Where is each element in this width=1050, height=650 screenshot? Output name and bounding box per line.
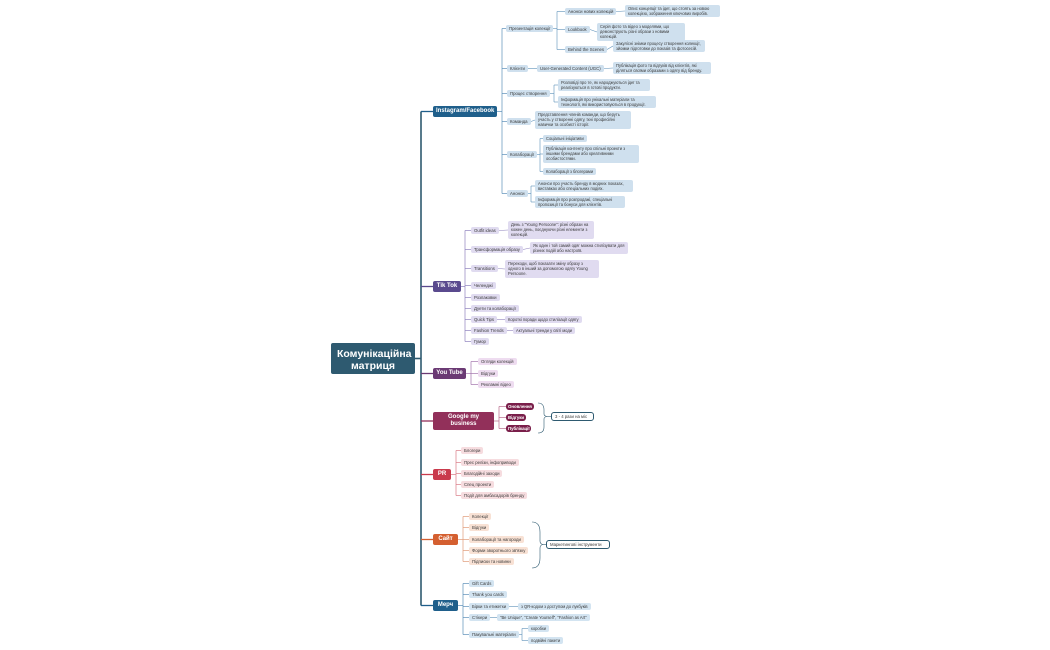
branch-merch[interactable]: Мерч xyxy=(433,600,458,611)
tt-trends[interactable]: Fashion Trends xyxy=(471,327,507,335)
site-awards[interactable]: Колаборації та нагороди xyxy=(469,536,524,544)
tt-humor[interactable]: Гумор xyxy=(471,338,489,346)
ig-creation[interactable]: Процес створення xyxy=(507,90,550,98)
branch-site[interactable]: Сайт xyxy=(433,534,458,545)
connector-line xyxy=(603,67,614,69)
ig-creation-desc1: Розповіді про те, як народжуються ідеї т… xyxy=(558,79,650,92)
merch-stickers-desc: "Be Unique", "Create Yourself", "Fashion… xyxy=(497,614,590,622)
pr-bloggers[interactable]: Блогери xyxy=(461,447,484,455)
ig-ann-shows: Анонси про участь бренду в модних показа… xyxy=(535,180,633,193)
merch-packaging[interactable]: Пакувальні матеріали xyxy=(469,631,519,639)
tt-trends-desc: Актуальні тренди у світі моди xyxy=(513,327,576,335)
ig-presentation[interactable]: Презентація колекції xyxy=(506,25,554,33)
ig-team-desc: Представлення членів команди, що беруть … xyxy=(535,111,631,129)
ig-behind[interactable]: Behind the Scenes xyxy=(565,46,608,54)
ig-collabs[interactable]: Колаборації xyxy=(507,151,537,159)
tt-quick[interactable]: Quick Tips xyxy=(471,316,498,324)
site-reviews[interactable]: Відгуки xyxy=(469,524,490,532)
ig-announcements[interactable]: Анонси xyxy=(507,190,528,198)
tt-transitions[interactable]: Transitions xyxy=(471,265,498,273)
gmb-note: 3 - 4 рази на міс xyxy=(551,412,594,421)
branch-tiktok[interactable]: Tik Tok xyxy=(433,281,461,292)
ig-collabs-projects: Публікація контенту про спільні проекти … xyxy=(543,145,639,163)
merch-gift[interactable]: Gift Cards xyxy=(469,580,495,588)
merch-thanks[interactable]: Thank you cards xyxy=(469,591,507,599)
gmb-updates[interactable]: Оновлення xyxy=(506,403,534,411)
tt-transform[interactable]: Трансформація образу xyxy=(471,246,523,254)
tt-duets[interactable]: Дуети та колаборації xyxy=(471,305,519,313)
connector-line xyxy=(589,29,598,33)
site-feedback[interactable]: Форми зворотнього зв'язку xyxy=(469,547,529,555)
branch-gmb[interactable]: Google my business xyxy=(433,412,494,430)
branch-pr[interactable]: PR xyxy=(433,469,451,480)
tt-quick-desc: Короткі поради щодо стилізації одягу xyxy=(505,316,582,324)
root-node[interactable]: Комунікаційна матриця xyxy=(331,343,415,374)
gmb-reviews[interactable]: Відгуки xyxy=(506,414,526,422)
tt-transform-desc: Як один і той самий одяг можна стилізува… xyxy=(530,242,628,255)
tt-challenges[interactable]: Челенджі xyxy=(471,282,496,290)
tt-unboxing[interactable]: Розпаковки xyxy=(471,294,500,302)
merch-boxes: коробки xyxy=(528,625,550,633)
connector-line xyxy=(498,229,509,231)
ig-collabs-social: Соціальні ініціативи xyxy=(543,135,587,143)
merch-stickers[interactable]: Стікери xyxy=(469,614,491,622)
branch-instagram[interactable]: Instagram/Facebook xyxy=(433,106,497,117)
ig-new-collections[interactable]: Анонси нових колекцій xyxy=(565,8,617,16)
ig-clients[interactable]: Клієнти xyxy=(507,65,528,73)
merch-tags[interactable]: Бірки та етикетки xyxy=(469,603,510,611)
site-brace xyxy=(531,521,544,569)
site-note: Маркетингові інструменти xyxy=(546,540,610,549)
ig-new-collections-desc: Опис концепції та ідеї, що стоять за нов… xyxy=(625,5,720,18)
connector-line xyxy=(530,119,536,122)
connector-line xyxy=(606,45,614,50)
connector-line xyxy=(522,247,531,250)
pr-press[interactable]: Прес релізи, інфоприводи xyxy=(461,459,519,467)
yt-reviews[interactable]: Огляди колекцій xyxy=(478,358,517,366)
ig-team[interactable]: Команда xyxy=(507,118,531,126)
pr-charity[interactable]: Благодійні заходи xyxy=(461,470,503,478)
pr-ambassadors[interactable]: Події для амбасадорів бренду xyxy=(461,492,528,500)
pr-special[interactable]: Спец проекти xyxy=(461,481,495,489)
tt-outfit[interactable]: Outfit ideas xyxy=(471,227,499,235)
yt-feedback[interactable]: Відгуки xyxy=(478,370,499,378)
connector-line xyxy=(497,268,506,270)
ig-ann-sales: Інформація про розпродажі, спеціальні пр… xyxy=(535,196,625,209)
tt-outfit-desc: День з "Young Persoone": різні образи на… xyxy=(508,221,594,239)
yt-ads[interactable]: Рекламні відео xyxy=(478,381,514,389)
site-subscriptions[interactable]: Підписки та новини xyxy=(469,558,514,566)
merch-tags-desc: з QR-кодом з доступом до лукбуків xyxy=(518,603,591,611)
ig-ugc-desc: Публікація фото та відгуків від клієнтів… xyxy=(613,62,711,75)
ig-lookbook[interactable]: Lookbook xyxy=(565,26,590,34)
ig-creation-desc2: Інформація про унікальні матеріали та те… xyxy=(558,96,656,109)
merch-bags: подвійні пакети xyxy=(528,637,564,645)
tt-transitions-desc: Переходи, щоб показати зміну образу з од… xyxy=(505,260,599,278)
gmb-brace xyxy=(537,402,548,434)
ig-lookbook-desc: Серія фото та відео з моделями, що демон… xyxy=(597,23,685,41)
ig-ugc[interactable]: User-Generated Content (UGC) xyxy=(537,65,604,73)
ig-collabs-bloggers: Колаборації з блогерами xyxy=(543,168,597,176)
ig-behind-desc: Закулісні знімки процесу створення колек… xyxy=(613,40,705,53)
branch-youtube[interactable]: You Tube xyxy=(433,368,466,379)
site-collections[interactable]: Колекції xyxy=(469,513,492,521)
gmb-posts[interactable]: Публікації xyxy=(506,425,531,433)
connector-line xyxy=(615,10,626,12)
